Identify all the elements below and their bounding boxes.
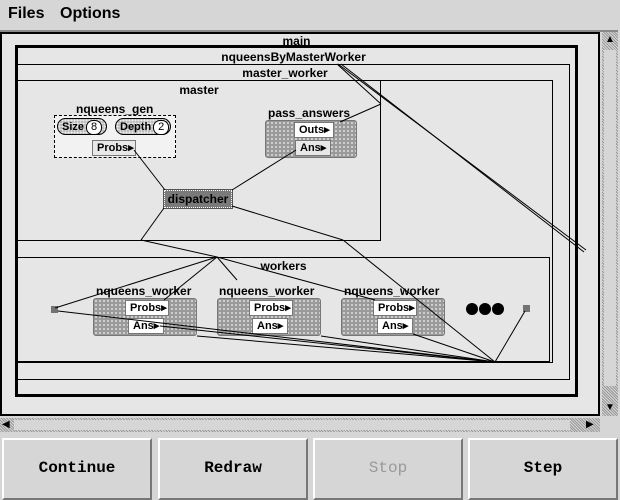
program-title: nqueensByMasterWorker <box>221 50 366 64</box>
worker-2-ans-port[interactable]: Ans▸ <box>252 318 288 334</box>
port-arrow-icon: ▸ <box>320 142 327 154</box>
port-arrow-icon: ▸ <box>128 142 134 154</box>
worker-3-label: nqueens_worker <box>344 284 440 298</box>
more-workers-ellipsis-icon <box>466 303 478 315</box>
worker-3-probs-port[interactable]: Probs▸ <box>373 300 417 316</box>
pass-outs-port[interactable]: Outs▸ <box>294 122 334 138</box>
master-title: master <box>179 83 219 97</box>
workers-title: workers <box>260 259 307 273</box>
scroll-down-arrow-icon[interactable]: ▼ <box>605 402 615 413</box>
worker-2-probs-label: Probs <box>254 302 286 314</box>
pass-answers-label: pass_answers <box>268 106 351 120</box>
size-param-value[interactable]: 8 <box>86 120 103 135</box>
nqueens-gen-label: nqueens_gen <box>76 102 154 116</box>
worker-2-probs-port[interactable]: Probs▸ <box>249 300 293 316</box>
worker-1-ans-port[interactable]: Ans▸ <box>128 318 164 334</box>
worker-3-ans-port[interactable]: Ans▸ <box>377 318 413 334</box>
pass-ans-port[interactable]: Ans▸ <box>295 140 331 156</box>
worker-1-ans-label: Ans <box>133 320 154 332</box>
master-worker-title: master_worker <box>242 66 328 80</box>
workers-input-connector[interactable] <box>51 306 58 313</box>
port-arrow-icon: ▸ <box>402 320 409 332</box>
scroll-right-arrow-icon[interactable]: ▶ <box>586 419 594 430</box>
pass-ans-port-label: Ans <box>300 142 321 154</box>
worker-3-ans-label: Ans <box>382 320 403 332</box>
port-arrow-icon: ▸ <box>277 320 284 332</box>
workers-output-connector[interactable] <box>523 305 530 312</box>
port-arrow-icon: ▸ <box>409 302 415 314</box>
port-arrow-icon: ▸ <box>285 302 291 314</box>
more-workers-ellipsis-icon <box>492 303 504 315</box>
continue-button[interactable]: Continue <box>2 438 152 500</box>
vertical-scrollbar[interactable]: ▲ ▼ <box>602 32 618 416</box>
pass-outs-port-label: Outs <box>299 124 325 136</box>
horizontal-scrollbar[interactable]: ◀ ▶ <box>0 418 600 432</box>
step-button[interactable]: Step <box>468 438 618 500</box>
vertical-scroll-thumb[interactable] <box>604 50 616 386</box>
more-workers-ellipsis-icon <box>479 303 491 315</box>
main-title: main <box>282 34 311 48</box>
port-arrow-icon: ▸ <box>324 124 330 136</box>
port-arrow-icon: ▸ <box>161 302 167 314</box>
scroll-up-arrow-icon[interactable]: ▲ <box>605 34 615 45</box>
worker-1-probs-label: Probs <box>130 302 162 314</box>
menu-files[interactable]: Files <box>8 5 45 22</box>
menu-options[interactable]: Options <box>60 5 121 22</box>
gen-probs-port[interactable]: Probs▸ <box>92 140 136 156</box>
menu-bar: Files Options <box>0 0 618 32</box>
worker-2-label: nqueens_worker <box>219 284 315 298</box>
depth-param-name: Depth <box>120 121 152 133</box>
port-arrow-icon: ▸ <box>153 320 160 332</box>
scroll-left-arrow-icon[interactable]: ◀ <box>2 419 10 430</box>
worker-1-probs-port[interactable]: Probs▸ <box>125 300 169 316</box>
stop-button[interactable]: Stop <box>313 438 463 500</box>
size-param-name: Size <box>62 121 85 133</box>
worker-3-probs-label: Probs <box>378 302 410 314</box>
redraw-button[interactable]: Redraw <box>158 438 308 500</box>
worker-1-label: nqueens_worker <box>96 284 192 298</box>
depth-param-value[interactable]: 2 <box>153 120 170 135</box>
master-box[interactable] <box>17 81 381 241</box>
horizontal-scroll-thumb[interactable] <box>14 420 570 430</box>
gen-probs-port-label: Probs <box>97 142 129 154</box>
dispatcher-node[interactable]: dispatcher <box>163 189 233 209</box>
worker-2-ans-label: Ans <box>257 320 278 332</box>
